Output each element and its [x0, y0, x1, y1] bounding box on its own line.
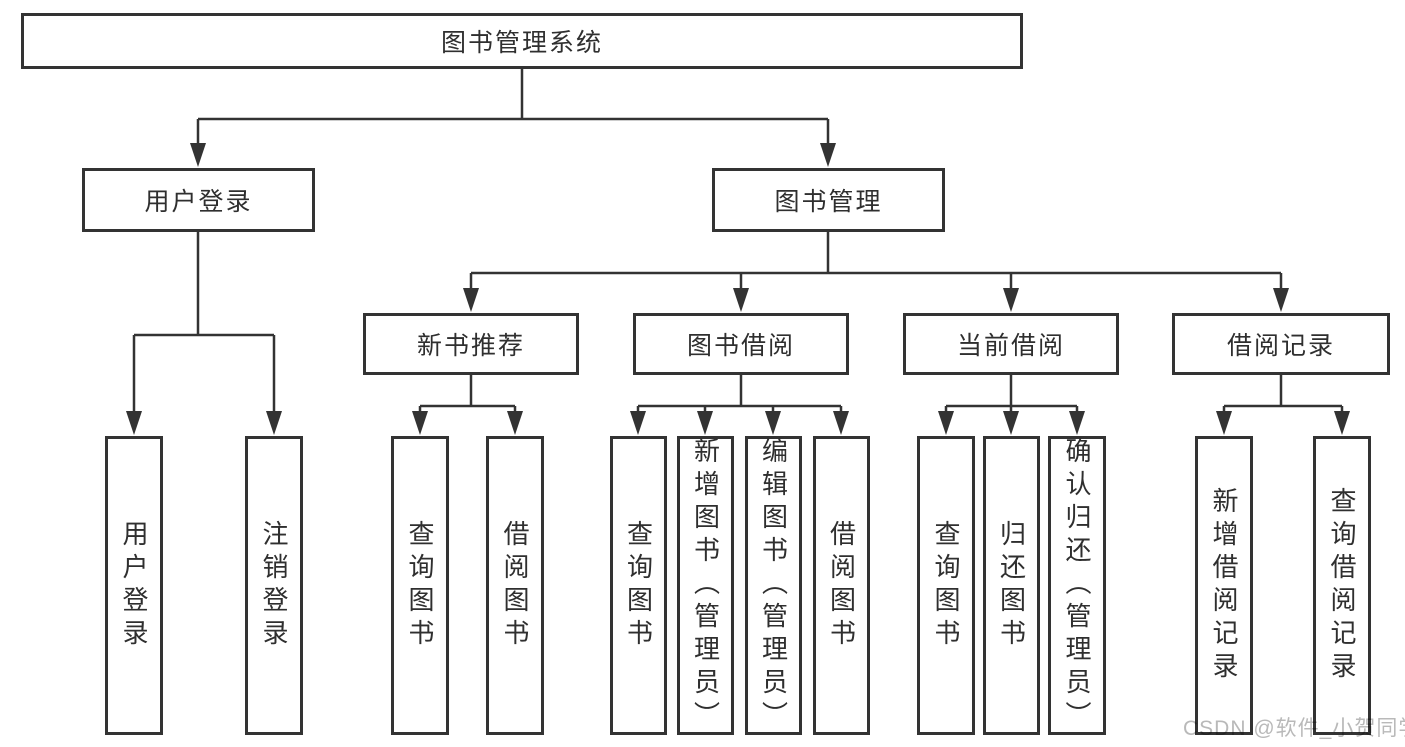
node-label: 新增借阅记录 [1209, 486, 1239, 685]
leaf-borrowing-query-books: 查询图书 [610, 436, 667, 735]
node-label: 注销登录 [259, 519, 289, 652]
node-label: 查询图书 [931, 519, 961, 652]
node-label: 用户登录 [144, 188, 253, 216]
node-current-borrowing: 当前借阅 [903, 313, 1119, 375]
leaf-add-borrow-record: 新增借阅记录 [1195, 436, 1253, 735]
node-book-management: 图书管理 [712, 168, 945, 232]
csdn-watermark: CSDN @软件_小贺同学 [1183, 717, 1405, 740]
node-library-management-system: 图书管理系统 [21, 13, 1023, 69]
node-book-borrowing: 图书借阅 [633, 313, 849, 375]
leaf-edit-books-admin: 编辑图书（管理员） [745, 436, 802, 735]
node-label: 借阅图书 [826, 519, 857, 652]
node-label: 确认归还（管理员） [1062, 437, 1092, 734]
node-label: 借阅图书 [500, 519, 530, 652]
leaf-borrowing-borrow-books: 借阅图书 [813, 436, 870, 735]
node-label: 新书推荐 [416, 332, 525, 360]
node-label: 查询图书 [405, 519, 435, 652]
leaf-query-borrow-record: 查询借阅记录 [1313, 436, 1371, 735]
node-label: 当前借阅 [956, 332, 1065, 360]
node-label: 图书管理 [774, 188, 883, 216]
node-label: 查询图书 [623, 519, 654, 652]
leaf-current-query-books: 查询图书 [917, 436, 975, 735]
node-label: 图书借阅 [686, 332, 795, 360]
node-label: 归还图书 [996, 519, 1027, 652]
node-user-login: 用户登录 [82, 168, 315, 232]
node-label: 新增图书（管理员） [690, 437, 721, 734]
node-label: 查询借阅记录 [1327, 486, 1357, 685]
leaf-confirm-return-admin: 确认归还（管理员） [1048, 436, 1106, 735]
node-new-book-recommend: 新书推荐 [363, 313, 579, 375]
node-label: 用户登录 [119, 519, 149, 652]
leaf-return-books: 归还图书 [983, 436, 1040, 735]
leaf-recommend-borrow-books: 借阅图书 [486, 436, 544, 735]
leaf-recommend-query-books: 查询图书 [391, 436, 449, 735]
node-label: 借阅记录 [1226, 332, 1335, 360]
leaf-add-books-admin: 新增图书（管理员） [677, 436, 734, 735]
node-label: 图书管理系统 [440, 29, 603, 57]
node-label: 编辑图书（管理员） [758, 437, 789, 734]
leaf-logout: 注销登录 [245, 436, 303, 735]
node-borrowing-records: 借阅记录 [1172, 313, 1390, 375]
leaf-user-login: 用户登录 [105, 436, 163, 735]
